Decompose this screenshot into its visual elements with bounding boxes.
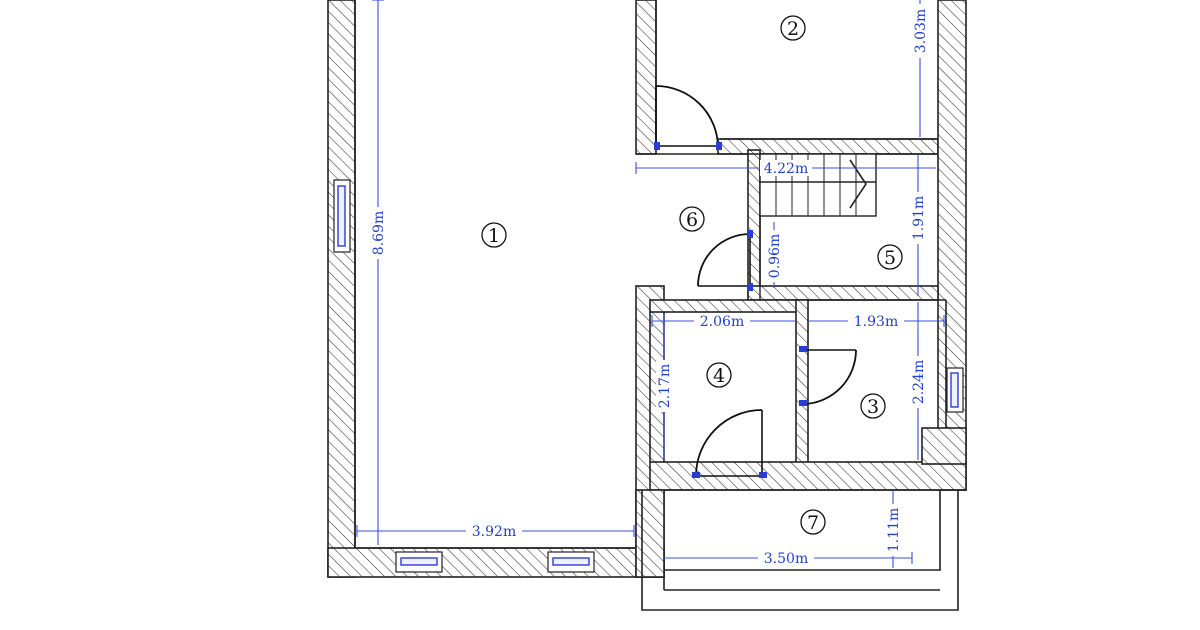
- wall-room7-left: [635, 489, 665, 578]
- svg-text:7: 7: [807, 512, 819, 534]
- svg-text:4: 4: [713, 365, 725, 387]
- room-outlines: [354, 0, 966, 611]
- wall-room4-top: [649, 299, 799, 313]
- doors: [654, 85, 857, 478]
- room-1-label: 1: [481, 222, 507, 248]
- dim-room7-height: 1.11m: [886, 508, 902, 552]
- door-room4[interactable]: [692, 409, 767, 478]
- window-room3-right: [946, 367, 964, 413]
- room7-frame-inner: [664, 490, 941, 571]
- dim-room1-height: 8.69m: [371, 211, 387, 255]
- dim-room2-height: 3.03m: [913, 9, 929, 53]
- room-2-label: 2: [780, 15, 806, 41]
- room7-frame-outer: [641, 490, 959, 611]
- wall-room4-room3: [795, 299, 809, 465]
- wall-bottom-room1: [327, 547, 665, 578]
- dim-room3-width: 1.93m: [854, 314, 898, 330]
- dim-room1-width: 3.92m: [472, 524, 516, 540]
- wall-right-outer: [937, 0, 967, 491]
- walls: [327, 0, 967, 578]
- wall-room5-bottom: [747, 285, 939, 301]
- door-room3[interactable]: [799, 346, 857, 406]
- wall-left-outer: [327, 0, 356, 578]
- window-room1-bottom-b: [547, 551, 595, 573]
- svg-text:3: 3: [867, 396, 879, 418]
- dim-stair-width: 4.22m: [764, 161, 808, 177]
- room-6-label: 6: [679, 206, 705, 232]
- dim-room4-height: 2.17m: [657, 364, 673, 408]
- dim-room5-height: 1.91m: [911, 196, 927, 240]
- room-5-label: 5: [877, 244, 903, 270]
- wall-room2-left: [635, 0, 657, 155]
- door-room5[interactable]: [697, 230, 753, 291]
- dim-room4-width: 2.06m: [700, 314, 744, 330]
- window-room1-left: [333, 179, 351, 253]
- svg-text:2: 2: [787, 18, 799, 40]
- wall-room3-corner: [921, 427, 967, 465]
- door-room2[interactable]: [654, 85, 722, 150]
- room-3-label: 3: [860, 393, 886, 419]
- dim-room7-width: 3.50m: [764, 551, 808, 567]
- window-room1-bottom-a: [395, 551, 443, 573]
- dim-door-width: 0.96m: [767, 234, 783, 278]
- dimension-labels: 8.69m 3.92m 3.03m 4.22m 1.91m 0.96m 2.06…: [370, 4, 929, 567]
- dim-room3-height: 2.24m: [911, 360, 927, 404]
- svg-text:1: 1: [488, 225, 500, 247]
- svg-text:5: 5: [884, 247, 896, 269]
- room-labels: 1 2 3 4 5 6 7: [481, 15, 903, 535]
- room-4-label: 4: [706, 362, 732, 388]
- svg-text:6: 6: [686, 209, 698, 231]
- room-7-label: 7: [800, 509, 826, 535]
- windows: [333, 179, 964, 573]
